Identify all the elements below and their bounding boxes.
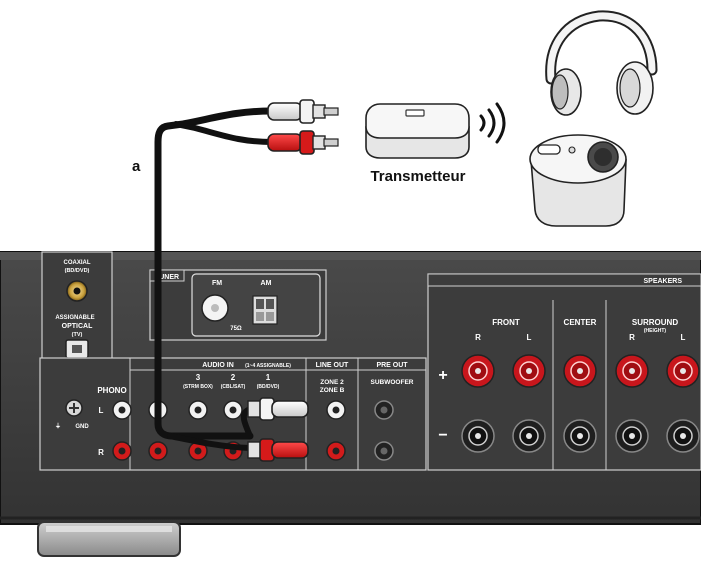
line-out-label: LINE OUT <box>316 362 349 369</box>
input-2-sub-label: (CBL/SAT) <box>221 384 246 390</box>
am-antenna-terminal[interactable] <box>252 295 278 325</box>
rca-plug-red-top <box>267 130 339 155</box>
wireless-signal-icon <box>479 102 506 144</box>
fm-ohm-label: 75Ω <box>230 326 242 332</box>
front-r-label: R <box>475 333 481 342</box>
rca-plug-red-bottom <box>247 438 309 462</box>
cable-label: a <box>132 158 141 175</box>
subwoofer-label: SUBWOOFER <box>371 379 414 386</box>
tuner-module: TUNER FM 75Ω AM <box>149 269 327 341</box>
surround-r-label: R <box>629 333 635 342</box>
surround-r-positive-terminal[interactable] <box>615 354 649 388</box>
input-1-sub-label: (BD/DVD) <box>257 384 280 390</box>
surround-r-negative-terminal[interactable] <box>615 419 649 453</box>
minus-label: − <box>438 427 447 444</box>
center-negative-terminal[interactable] <box>563 419 597 453</box>
front-r-negative-terminal[interactable] <box>461 419 495 453</box>
front-l-negative-terminal[interactable] <box>512 419 546 453</box>
speakers-label: SPEAKERS <box>643 278 682 285</box>
surround-l-positive-terminal[interactable] <box>666 354 700 388</box>
wireless-speaker-icon <box>529 134 627 227</box>
plus-label: + <box>438 367 447 384</box>
zone2-label: ZONE 2 <box>320 379 344 386</box>
surround-l-label: L <box>681 333 686 342</box>
tuner-label: TUNER <box>155 274 179 281</box>
gnd-terminal[interactable] <box>65 399 83 417</box>
fm-label: FM <box>212 280 222 287</box>
ground-symbol-label: ⏚ <box>55 423 61 430</box>
surround-sub-label: (HEIGHT) <box>644 328 667 334</box>
coaxial-sub-label: (BD/DVD) <box>65 268 90 274</box>
headphones-icon <box>545 10 658 116</box>
audio-in-label: AUDIO IN <box>202 362 234 369</box>
input-3-sub-label: (STRM BOX) <box>183 384 213 390</box>
assignable-label: ASSIGNABLE <box>55 315 94 321</box>
am-label: AM <box>261 280 272 287</box>
channel-l-label: L <box>99 406 104 415</box>
center-positive-terminal[interactable] <box>563 354 597 388</box>
receiver-foot <box>37 521 181 557</box>
speaker-terminals-module: SPEAKERS FRONT CENTER SURROUND (HEIGHT) … <box>427 273 701 471</box>
channel-r-label: R <box>98 448 104 457</box>
zone-b-label: ZONE B <box>320 387 345 394</box>
rca-stereo-cable <box>154 107 276 451</box>
center-label: CENTER <box>564 318 597 327</box>
input-1-label: 1 <box>266 373 271 382</box>
gnd-label: GND <box>75 424 89 430</box>
front-l-label: L <box>527 333 532 342</box>
optical-label: OPTICAL <box>62 323 93 330</box>
audio-in-assignable-label: (1~4 ASSIGNABLE) <box>245 363 291 369</box>
front-label: FRONT <box>492 318 520 327</box>
rca-plug-white-top <box>267 99 339 124</box>
phono-label: PHONO <box>97 386 126 395</box>
optical-sub-label: (TV) <box>72 332 83 338</box>
pre-out-label: PRE OUT <box>376 362 408 369</box>
input-3-label: 3 <box>196 373 201 382</box>
analog-audio-module: AUDIO IN (1~4 ASSIGNABLE) LINE OUT PRE O… <box>39 357 427 471</box>
coaxial-label: COAXIAL <box>64 260 91 266</box>
front-l-positive-terminal[interactable] <box>512 354 546 388</box>
transmitter-device <box>365 103 470 159</box>
front-r-positive-terminal[interactable] <box>461 354 495 388</box>
transmitter-label: Transmetteur <box>370 168 465 185</box>
surround-label: SURROUND <box>632 318 678 327</box>
rca-plug-white-bottom <box>247 397 309 421</box>
surround-l-negative-terminal[interactable] <box>666 419 700 453</box>
input-2-label: 2 <box>231 373 236 382</box>
digital-input-module: COAXIAL (BD/DVD) ASSIGNABLE OPTICAL (TV) <box>41 251 113 365</box>
